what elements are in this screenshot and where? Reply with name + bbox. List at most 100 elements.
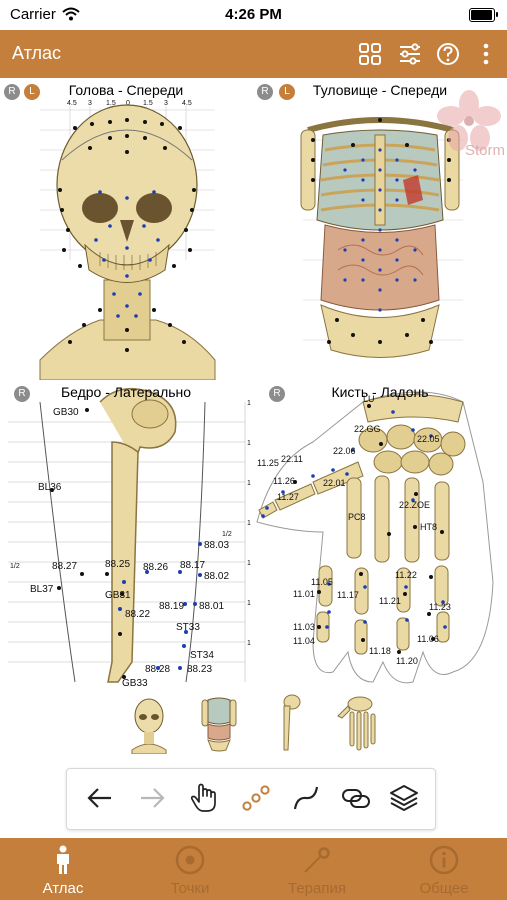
point-label: 88.01 — [199, 601, 224, 612]
panel-title: Бедро - Латерально — [60, 384, 192, 400]
thigh-figure: 1 1 1 1 1 1 1 GB30 BL36 — [8, 387, 251, 689]
point-label: 22.06 — [333, 446, 356, 456]
tab-therapy[interactable]: Терапия — [254, 838, 380, 900]
tab-bar: Атлас Точки Терапия Общее — [0, 838, 507, 900]
meridian-line-icon[interactable] — [289, 781, 323, 815]
torso-thumbnail[interactable] — [196, 692, 242, 754]
points-icon[interactable] — [239, 781, 273, 815]
point-label: 88.17 — [180, 560, 205, 571]
status-time: 4:26 PM — [225, 6, 282, 23]
point-label: 88.19 — [159, 601, 184, 612]
point-label: LU — [363, 394, 375, 404]
point-label: 11.17 — [337, 590, 359, 600]
badge-left[interactable]: L — [24, 84, 40, 100]
ruler-tick: 1 — [247, 400, 251, 407]
person-icon — [57, 845, 69, 874]
grid-icon[interactable] — [356, 40, 384, 68]
nav-bar: Атлас — [0, 30, 507, 78]
point-label: 88.23 — [187, 664, 212, 675]
badge-left[interactable]: L — [279, 84, 295, 100]
panel-torso-front[interactable]: R L Туловище - Спереди — [253, 80, 507, 380]
tab-general[interactable]: Общее — [381, 838, 507, 900]
point-label: 1/2 — [222, 531, 232, 538]
point-label: ST34 — [190, 650, 214, 661]
sliders-icon[interactable] — [396, 40, 424, 68]
hand-pointer-icon[interactable] — [187, 781, 221, 815]
link-icon[interactable] — [339, 781, 373, 815]
point-label: 11.20 — [396, 656, 418, 666]
target-icon — [175, 845, 205, 875]
battery-icon — [469, 8, 498, 22]
ruler-tick: 1 — [247, 560, 251, 567]
point-label: 11.05 — [311, 577, 333, 587]
badge-right[interactable]: R — [14, 386, 30, 402]
point-label: BL37 — [30, 584, 54, 595]
tab-label: Терапия — [288, 880, 346, 897]
point-label: 11.04 — [293, 636, 315, 646]
badge-right[interactable]: R — [257, 84, 273, 100]
point-label: 22.11 — [281, 454, 303, 464]
panel-thigh-lateral[interactable]: R Бедро - Латерально 1 1 1 1 1 1 1 — [0, 382, 252, 690]
point-label: 88.03 — [204, 540, 229, 551]
point-label: 88.25 — [105, 559, 130, 570]
point-label: 22.01 — [323, 478, 346, 488]
ruler-tick: 1 — [247, 600, 251, 607]
hand-figure: LU 22.GG 22.05 22.06 11.25 22.11 11.26 1… — [256, 391, 494, 684]
status-bar: Carrier 4:26 PM — [0, 0, 507, 30]
panel-title: Кисть - Ладонь — [331, 384, 429, 400]
point-label: 88.02 — [204, 571, 229, 582]
ruler-tick: 1 — [247, 640, 251, 647]
badge-right[interactable]: R — [4, 84, 20, 100]
point-label: 11.26 — [273, 476, 295, 486]
point-label: GB33 — [122, 678, 148, 689]
more-icon[interactable] — [472, 40, 500, 68]
page-title: Атлас — [12, 43, 61, 63]
info-icon — [429, 845, 459, 875]
ruler-tick: 1 — [247, 480, 251, 487]
panel-hand-palm[interactable]: R Кисть - Ладонь — [253, 382, 507, 690]
tab-points[interactable]: Точки — [127, 838, 253, 900]
panel-head-front[interactable]: R L Голова - Спереди 4.5 3 1.5 0 1.5 3 4… — [0, 80, 252, 380]
point-label: 11.25 — [257, 458, 279, 468]
tab-atlas[interactable]: Атлас — [0, 838, 126, 900]
wifi-icon — [62, 7, 80, 21]
watermark-text: Storm — [464, 142, 505, 159]
help-icon[interactable] — [434, 40, 462, 68]
point-label: 11.21 — [379, 596, 401, 606]
point-label: GB31 — [105, 590, 131, 601]
panel-title: Туловище - Спереди — [312, 82, 448, 98]
badge-right[interactable]: R — [269, 386, 285, 402]
ruler-tick: 1 — [247, 440, 251, 447]
point-label: BL36 — [38, 482, 62, 493]
point-label: HT8 — [420, 522, 437, 532]
tab-label: Атлас — [42, 880, 84, 897]
head-tick: 3 — [164, 100, 168, 107]
head-tick: 4.5 — [182, 100, 192, 107]
point-label: 88.28 — [145, 664, 170, 675]
region-thumbnails — [0, 692, 507, 758]
point-label: 88.22 — [125, 609, 150, 620]
point-label: 11.22 — [395, 570, 417, 580]
back-arrow-icon[interactable] — [83, 781, 117, 815]
head-tick: 3 — [88, 100, 92, 107]
point-label: GB30 — [53, 407, 79, 418]
head-tick: 4.5 — [67, 100, 77, 107]
point-label: ST33 — [176, 622, 200, 633]
flower-logo-icon — [437, 90, 501, 151]
tab-label: Точки — [170, 880, 210, 897]
head-tick: 1.5 — [106, 100, 116, 107]
ruler-tick: 1 — [247, 520, 251, 527]
point-label: 11.03 — [293, 622, 315, 632]
point-label: 11.23 — [429, 602, 451, 612]
hand-thumbnail[interactable] — [334, 692, 380, 754]
head-tick: 1.5 — [143, 100, 153, 107]
carrier-label: Carrier — [10, 6, 56, 23]
head-figure: 4.5 3 1.5 0 1.5 3 4.5 — [39, 100, 216, 380]
forward-arrow-icon[interactable] — [135, 781, 169, 815]
head-thumbnail[interactable] — [126, 692, 172, 754]
layers-icon[interactable] — [387, 781, 421, 815]
point-label: PC8 — [348, 512, 366, 522]
point-label: 88.27 — [52, 561, 77, 572]
point-label: 22.ZOE — [399, 500, 430, 510]
thigh-thumbnail[interactable] — [266, 692, 312, 754]
